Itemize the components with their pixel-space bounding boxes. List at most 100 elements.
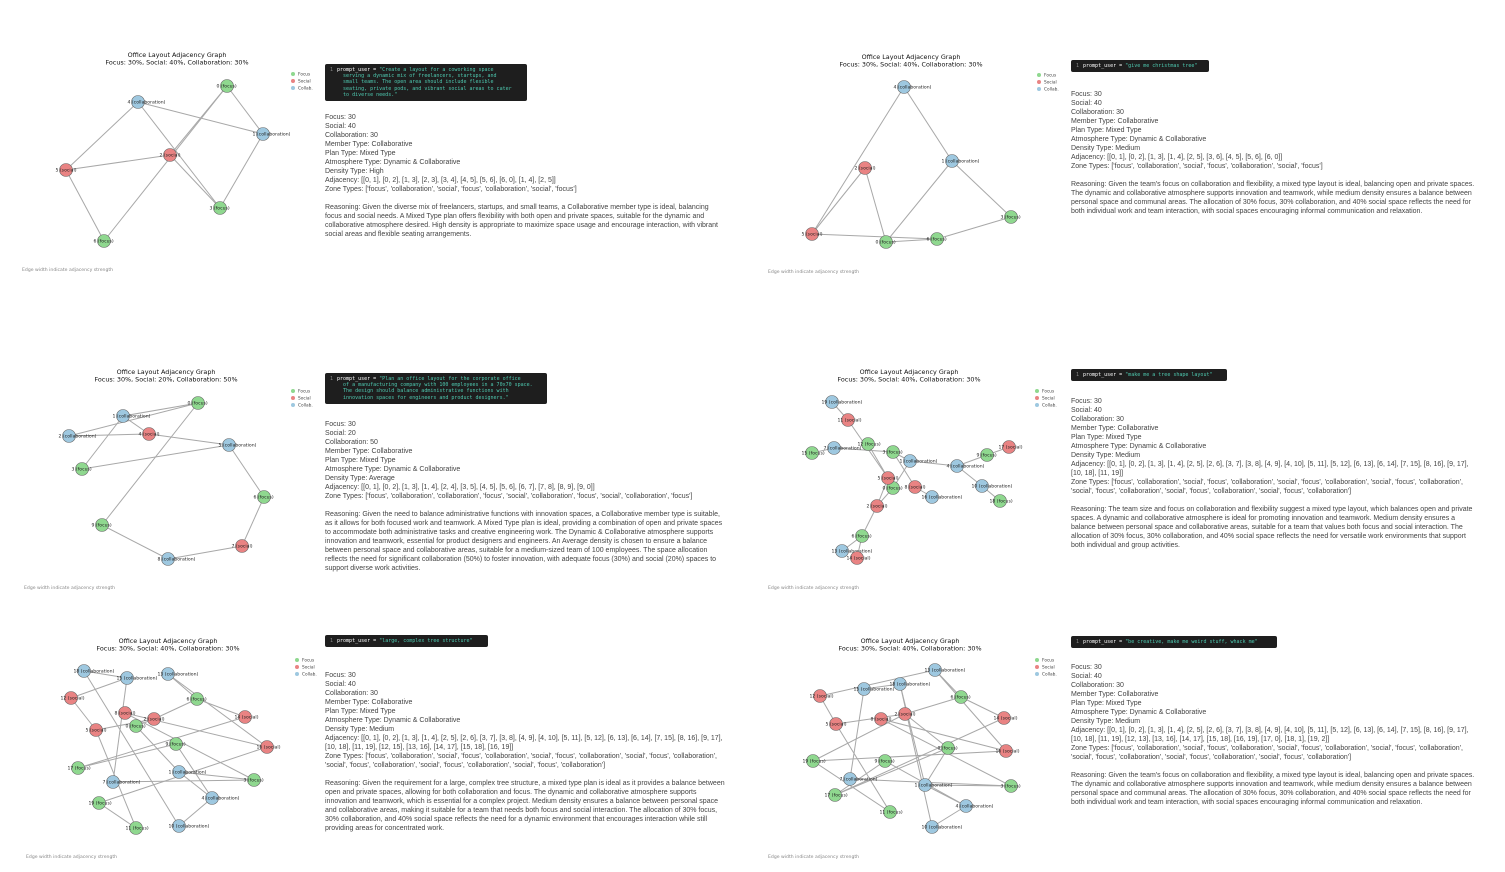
graph-caption: Edge width indicate adjacency strength bbox=[768, 855, 860, 860]
node-label: 0 (focus) bbox=[938, 746, 958, 752]
graph-node bbox=[172, 765, 186, 779]
graph-node bbox=[129, 821, 143, 835]
info-plan-type: Plan Type: Mixed Type bbox=[1071, 434, 1142, 441]
node-label: 11 (social) bbox=[838, 418, 862, 424]
info-focus: Focus: 30 bbox=[325, 421, 356, 428]
node-label: 12 (social) bbox=[61, 696, 85, 702]
graph-node bbox=[95, 518, 109, 532]
info-reasoning: Reasoning: Given the requirement for a l… bbox=[325, 780, 725, 832]
graph-node bbox=[850, 551, 864, 565]
graph-node bbox=[941, 741, 955, 755]
node-label: 4 (collaboration) bbox=[894, 85, 932, 91]
node-label: 1 (collaboration) bbox=[169, 770, 207, 776]
legend-item-collaboration: Collab. bbox=[1037, 87, 1059, 94]
node-label: 8 (social) bbox=[871, 717, 892, 723]
legend-label: Social bbox=[298, 396, 311, 402]
graph-edge bbox=[880, 718, 1007, 752]
graph-node bbox=[827, 441, 841, 455]
graph-node bbox=[858, 161, 872, 175]
graph-node bbox=[161, 552, 175, 566]
info-reasoning: Reasoning: Given the team's focus on col… bbox=[1071, 181, 1475, 215]
node-label: 4 (collaboration) bbox=[956, 804, 994, 810]
graph-edge bbox=[834, 717, 1005, 796]
node-label: 4 (collaboration) bbox=[202, 796, 240, 802]
legend-label: Social bbox=[1042, 396, 1055, 402]
node-label: 8 (collaboration) bbox=[158, 557, 196, 563]
graph-edge bbox=[226, 85, 264, 135]
info-adjacency: Adjacency: [[0, 1], [0, 2], [1, 3], [1, … bbox=[1071, 461, 1469, 477]
graph-node bbox=[142, 427, 156, 441]
node-label: 3 (focus) bbox=[72, 467, 92, 473]
graph-node bbox=[89, 723, 103, 737]
node-label: 14 (social) bbox=[235, 715, 259, 721]
node-label: 5 (social) bbox=[802, 232, 823, 238]
graph-subtitle: Focus: 30%, Social: 40%, Collaboration: … bbox=[96, 645, 239, 653]
node-label: 16 (social) bbox=[996, 749, 1020, 755]
legend-label: Social bbox=[298, 79, 311, 85]
graph-node bbox=[1002, 440, 1016, 454]
node-label: 2 (social) bbox=[160, 153, 181, 159]
graph-node bbox=[993, 494, 1007, 508]
node-label: 18 (collaboration) bbox=[74, 669, 115, 675]
graph-edge bbox=[849, 688, 865, 780]
info-density-type: Density Type: Medium bbox=[1071, 452, 1141, 459]
node-label: 9 (focus) bbox=[977, 453, 997, 459]
legend-label: Collab. bbox=[1042, 403, 1057, 409]
graph-node bbox=[925, 820, 939, 834]
graph-edge bbox=[77, 716, 246, 769]
graph-edge bbox=[167, 673, 268, 748]
info-collaboration: Collaboration: 30 bbox=[325, 132, 378, 139]
graph-edge bbox=[83, 670, 128, 679]
info-zone-types: Zone Types: ['focus', 'collaboration', '… bbox=[1071, 163, 1323, 170]
graph-subtitle: Focus: 30%, Social: 40%, Collaboration: … bbox=[105, 59, 248, 67]
graph-edge bbox=[101, 402, 199, 526]
info-density-type: Density Type: Medium bbox=[1071, 718, 1141, 725]
node-label: 9 (focus) bbox=[166, 742, 186, 748]
graph-node bbox=[918, 778, 932, 792]
node-label: 12 (social) bbox=[810, 694, 834, 700]
graph-node bbox=[897, 80, 911, 94]
legend-swatch bbox=[291, 86, 295, 91]
graph-edge bbox=[68, 433, 150, 437]
info-collaboration: Collaboration: 30 bbox=[1071, 109, 1124, 116]
node-label: 19 (focus) bbox=[803, 759, 826, 765]
legend-swatch bbox=[1035, 672, 1039, 677]
graph-edge bbox=[909, 460, 958, 467]
legend-label: Social bbox=[1044, 80, 1057, 86]
graph-edge bbox=[885, 238, 938, 243]
graph-edge bbox=[219, 133, 264, 209]
legend-swatch bbox=[1037, 87, 1041, 92]
node-label: 18 (focus) bbox=[990, 499, 1013, 505]
graph-node bbox=[190, 692, 204, 706]
graph-node bbox=[191, 396, 205, 410]
graph-node bbox=[220, 79, 234, 93]
legend-swatch bbox=[295, 672, 299, 677]
graph-node bbox=[855, 529, 869, 543]
graph-node bbox=[64, 691, 78, 705]
node-label: 17 (focus) bbox=[68, 766, 91, 772]
info-plan-type: Plan Type: Mixed Type bbox=[325, 150, 396, 157]
node-label: 3 (focus) bbox=[883, 450, 903, 456]
node-label: 14 (social) bbox=[994, 716, 1018, 722]
info-adjacency: Adjacency: [[0, 1], [0, 2], [1, 3], [1, … bbox=[1071, 154, 1283, 161]
legend-label: Focus bbox=[298, 389, 311, 395]
node-label: 3 (focus) bbox=[1001, 784, 1021, 790]
node-label: 10 (collaboration) bbox=[922, 825, 963, 831]
graph-node bbox=[841, 413, 855, 427]
legend-item-social: Social bbox=[1037, 80, 1059, 87]
